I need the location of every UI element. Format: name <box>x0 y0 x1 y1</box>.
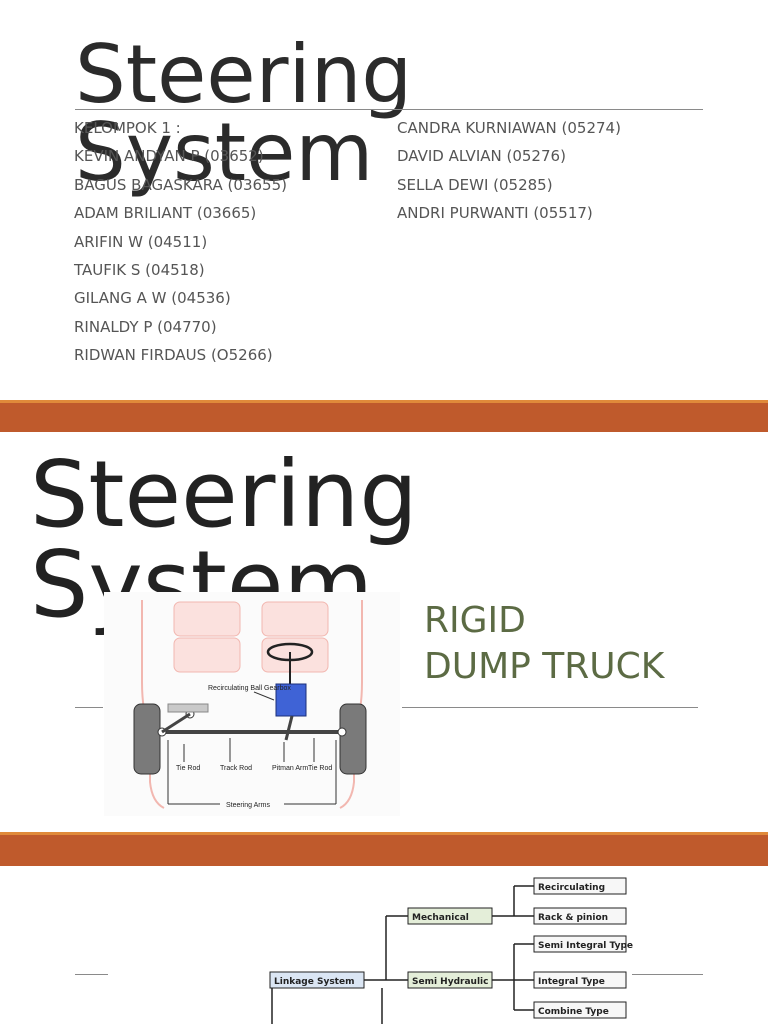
title-rule <box>75 109 703 110</box>
node-semi-hydraulic <box>407 971 493 989</box>
pitman-arm-label: Pitman Arm <box>272 765 308 772</box>
title-rule-right <box>632 974 703 975</box>
member-item: ARIFIN W (04511) <box>74 232 208 251</box>
member-item: RIDWAN FIRDAUS (O5266) <box>74 346 273 365</box>
title-line-1: Steering <box>75 28 413 121</box>
member-item: ANDRI PURWANTI (05517) <box>397 204 593 223</box>
leaf-combine-label: Combine Type <box>538 1007 609 1017</box>
node-semi-integral <box>533 935 627 953</box>
separator-band <box>0 400 768 432</box>
title-rule-left <box>75 707 103 708</box>
members-list-left: KELOMPOK 1 : KEVIN ANDYAN P (03652) BAGU… <box>74 114 287 370</box>
branch-semi-hydraulic-label: Semi Hydraulic <box>412 977 488 987</box>
node-recirculating <box>533 877 627 895</box>
node-combine <box>533 1001 627 1019</box>
separator-highlight <box>0 832 768 835</box>
leaf-rack-pinion-label: Rack & pinion <box>538 913 608 923</box>
members-list-right: CANDRA KURNIAWAN (05274) DAVID ALVIAN (0… <box>397 114 621 228</box>
leaf-recirculating-label: Recirculating <box>538 883 605 893</box>
branch-mechanical-label: Mechanical <box>412 913 469 923</box>
slide-title: Steering System <box>75 35 635 193</box>
member-item: BAGUS BAGASKARA (03655) <box>74 175 287 194</box>
member-item: RINALDY P (04770) <box>74 317 217 336</box>
member-item: GILANG A W (04536) <box>74 289 231 308</box>
tie-rod-right-label: Tie Rod <box>308 765 332 772</box>
title-line-2: System <box>75 106 374 200</box>
title-rule-right <box>402 707 698 708</box>
subtitle-line-1: RIGID <box>424 600 526 641</box>
member-item: ADAM BRILIANT (03665) <box>74 204 257 223</box>
gearbox-label: Recirculating Ball Gearbox <box>208 685 291 692</box>
steering-linkage-diagram: Recirculating Ball Gearbox Tie Rod Track… <box>104 592 400 816</box>
tie-rod-left-label: Tie Rod <box>176 765 200 772</box>
member-item: KELOMPOK 1 : <box>74 119 181 137</box>
track-rod-label: Track Rod <box>220 765 252 772</box>
leaf-integral-label: Integral Type <box>538 977 605 987</box>
slide-linkage-system: Linkage System Mechanical Semi Hydraulic… <box>0 866 768 1024</box>
node-rack-pinion <box>533 907 627 925</box>
member-item: DAVID ALVIAN (05276) <box>397 147 566 166</box>
steering-arms-label: Steering Arms <box>226 802 270 809</box>
linkage-system-tree: Linkage System Mechanical Semi Hydraulic… <box>269 877 633 1024</box>
root-label: Linkage System <box>274 977 354 987</box>
node-linkage-system <box>269 971 365 989</box>
leaf-semi-integral-label: Semi Integral Type <box>538 941 633 951</box>
truck-subtitle: RIGID DUMP TRUCK <box>424 598 664 690</box>
member-item: CANDRA KURNIAWAN (05274) <box>397 119 621 137</box>
node-mechanical <box>407 907 493 925</box>
slide-dump-truck: Steering System <box>0 432 768 832</box>
title-rule-left <box>75 974 108 975</box>
node-integral <box>533 971 627 989</box>
member-item: TAUFIK S (04518) <box>74 260 205 279</box>
separator-band <box>0 832 768 866</box>
slide-title-members: Steering System KELOMPOK 1 : KEVIN ANDYA… <box>0 0 768 400</box>
title-line-1: Steering <box>30 441 418 548</box>
member-item: SELLA DEWI (05285) <box>397 175 553 194</box>
subtitle-line-2: DUMP TRUCK <box>424 646 665 687</box>
separator-highlight <box>0 400 768 403</box>
member-item: KEVIN ANDYAN P (03652) <box>74 147 264 166</box>
